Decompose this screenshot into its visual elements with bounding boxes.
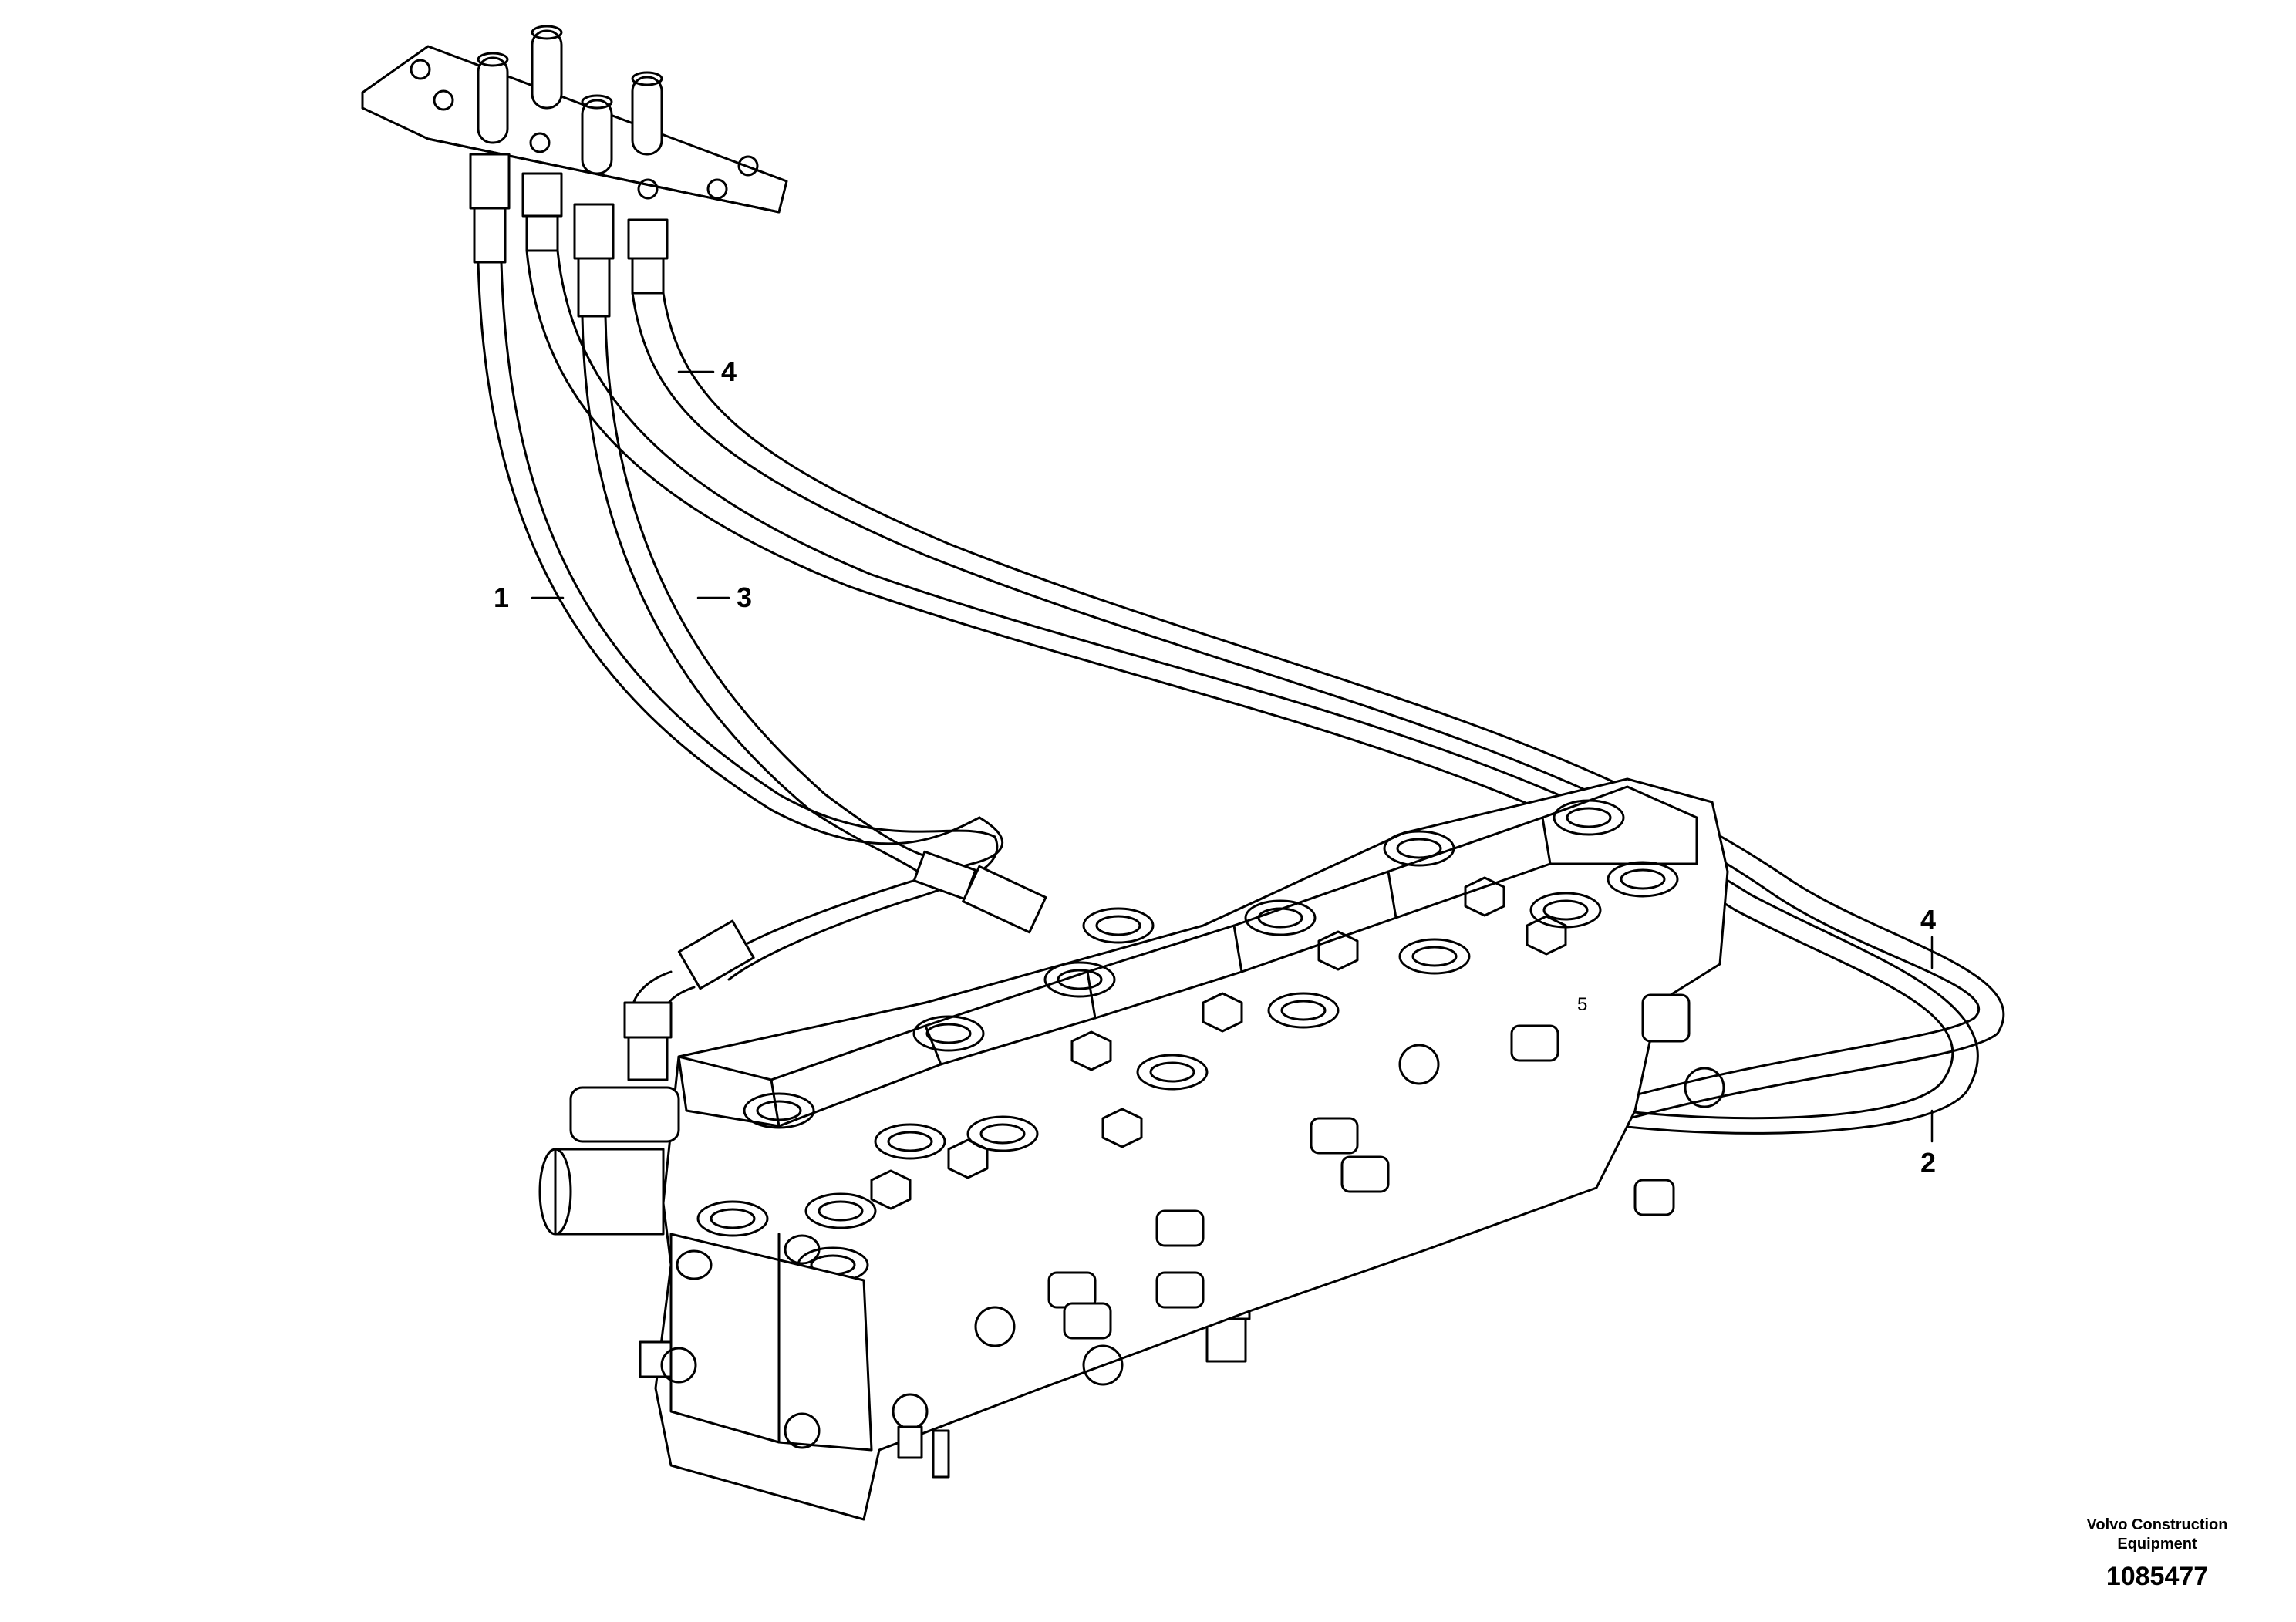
callout-2: 2 — [1920, 1147, 1937, 1179]
hose-3 — [581, 315, 1047, 934]
pipe-stub — [631, 71, 663, 156]
pipe-stub — [531, 25, 563, 110]
figure-number: 1085477 — [2106, 1562, 2209, 1591]
control-valve-block — [538, 777, 1729, 1521]
callout-3: 3 — [737, 582, 753, 613]
mounting-plate — [361, 25, 788, 214]
spool-ends — [974, 993, 1725, 1386]
manufacturer-label: Volvo Construction Equipment — [2086, 1516, 2228, 1553]
leader-lines — [531, 370, 1934, 1143]
callout-4-upper: 4 — [721, 356, 737, 387]
hose-1 — [477, 261, 1004, 1081]
callout-1: 1 — [494, 582, 510, 613]
callout-4-lower: 4 — [1920, 904, 1937, 936]
valve-marking: 5 — [1577, 994, 1587, 1015]
hex-plugs — [870, 876, 1567, 1210]
hose-fittings-top — [469, 153, 669, 318]
pipe-stub — [581, 94, 613, 175]
pipe-stub — [477, 52, 509, 144]
